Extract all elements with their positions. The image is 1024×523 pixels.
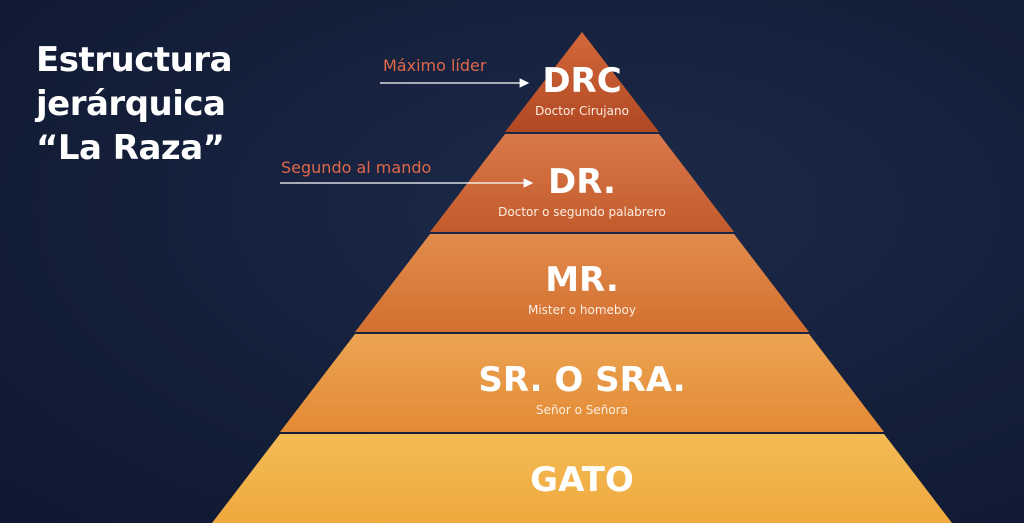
pyramid-level-drc <box>505 32 659 132</box>
pyramid-level-sr <box>280 334 884 432</box>
level-drc-name: DRC <box>542 61 622 101</box>
title-line-3: “La Raza” <box>36 128 225 168</box>
level-sr: SR. O SRA. Señor o Señora <box>382 361 782 417</box>
level-mr-name: MR. <box>545 260 619 300</box>
title-line-1: Estructura <box>36 40 233 80</box>
diagram-title: Estructura jerárquica “La Raza” <box>36 38 233 170</box>
pyramid-level-dr <box>430 134 734 232</box>
level-sr-subtitle: Señor o Señora <box>535 403 629 417</box>
level-sr-name: SR. O SRA. <box>478 360 686 400</box>
level-dr-subtitle: Doctor o segundo palabrero <box>498 205 666 219</box>
pyramid-level-gato <box>212 434 952 523</box>
level-drc-subtitle: Doctor Cirujano <box>535 104 629 118</box>
level-drc: DRC Doctor Cirujano <box>382 62 782 118</box>
annotation-segundo-al-mando: Segundo al mando <box>281 158 432 177</box>
pyramid-level-mr <box>355 234 809 332</box>
level-gato-name: GATO <box>530 460 634 500</box>
level-dr-name: DR. <box>548 162 616 202</box>
annotation-maximo-lider: Máximo líder <box>383 56 487 75</box>
level-mr-subtitle: Mister o homeboy <box>527 303 636 317</box>
level-mr: MR. Mister o homeboy <box>382 261 782 317</box>
level-dr: DR. Doctor o segundo palabrero <box>382 163 782 219</box>
level-gato: GATO <box>382 461 782 499</box>
title-line-2: jerárquica <box>36 84 226 124</box>
